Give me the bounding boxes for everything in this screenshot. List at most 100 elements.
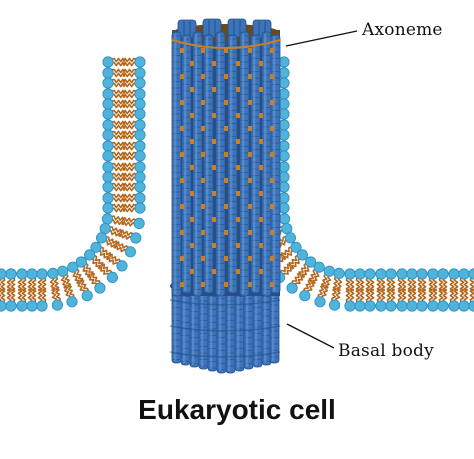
lipid-tail [428, 273, 434, 292]
lipid-tail [298, 260, 310, 276]
dynein-arm [224, 178, 228, 183]
lipid-tail [122, 103, 141, 109]
lipid-tail [417, 273, 423, 292]
lipid-tail [37, 273, 43, 292]
lipid-tail [49, 273, 56, 292]
lipid-tail [107, 93, 126, 99]
lipid-tail [31, 273, 37, 292]
lipid-head [448, 268, 460, 280]
lipid-tail [301, 262, 313, 279]
lipid-tail [122, 207, 141, 213]
lipid-tail [79, 279, 90, 295]
lipid-tail [27, 288, 33, 307]
lipid-tail [6, 288, 12, 307]
lipid-head [102, 67, 114, 79]
lipid-tail [122, 186, 141, 192]
lipid-head [0, 268, 7, 280]
lipid-tail [0, 288, 6, 307]
microtubule-body [261, 31, 272, 297]
lipid-head [134, 67, 146, 79]
lipid-head [134, 108, 146, 120]
dynein-arm [270, 126, 274, 131]
lipid-tail [463, 288, 469, 307]
lipid-tail [122, 89, 141, 95]
dynein-arm [259, 139, 263, 144]
lipid-head [134, 161, 146, 173]
dynein-arm [201, 48, 205, 53]
lipid-tail [113, 244, 131, 255]
lipid-tail [376, 273, 382, 292]
lipid-tail [428, 288, 434, 307]
microtubule-highlight [201, 286, 204, 367]
lipid-tail [122, 93, 141, 99]
microtubule-highlight [183, 288, 186, 363]
lipid-tail [107, 219, 125, 226]
lipid-head [16, 268, 28, 280]
dynein-arm [212, 139, 216, 144]
lipid-head [66, 296, 78, 308]
lipid-head [313, 261, 325, 273]
lipid-head [102, 88, 114, 100]
dynein-arm [224, 204, 228, 209]
dynein-arm [248, 282, 252, 287]
lipid-tail [312, 267, 322, 285]
lipid-tail [380, 288, 386, 307]
lipid-head [468, 268, 474, 280]
dynein-arm [180, 256, 184, 261]
lipid-head [354, 300, 366, 312]
lipid-tail [107, 166, 126, 172]
lipid-head [385, 300, 397, 312]
microtubule-highlight [192, 290, 195, 365]
lipid-head [75, 256, 87, 268]
lipid-tail [107, 193, 126, 199]
dynein-arm [224, 152, 228, 157]
lipid-head [437, 300, 449, 312]
lipid-head [102, 202, 114, 214]
dynein-arm [180, 282, 184, 287]
lipid-head [385, 268, 397, 280]
dynein-arm [190, 61, 194, 66]
basal-triplet-tubule [269, 287, 280, 364]
lipid-tail [76, 281, 87, 297]
axoneme-doublet-tubule [270, 34, 281, 294]
lipid-tail [107, 72, 126, 78]
lipid-head [375, 268, 387, 280]
lipid-head [102, 119, 114, 131]
axoneme-label: Axoneme [362, 20, 443, 40]
lipid-head [96, 232, 108, 244]
lipid-tail [60, 271, 68, 290]
lipid-tail [122, 113, 141, 119]
dynein-arm [201, 204, 205, 209]
axoneme-doublet-tubule [181, 34, 192, 294]
dynein-arm [212, 87, 216, 92]
axoneme-doublet-tubule [250, 34, 261, 294]
basal-body-band [169, 351, 281, 358]
lipid-tail [107, 120, 126, 126]
dynein-arm [201, 100, 205, 105]
lipid-head [134, 140, 146, 152]
lipid-tail [70, 267, 80, 285]
dynein-arm [180, 74, 184, 79]
lipid-head [84, 249, 96, 261]
lipid-tail [63, 270, 72, 288]
axoneme-doublet-tubule [203, 34, 214, 294]
lipid-head [0, 300, 7, 312]
lipid-head [284, 232, 296, 244]
microtubule-body [181, 34, 192, 294]
dynein-arm [248, 126, 252, 131]
lipid-tail [122, 193, 141, 199]
dynein-arm [259, 113, 263, 118]
dynein-arm [180, 152, 184, 157]
lipid-tail [442, 288, 448, 307]
lipid-tail [453, 288, 459, 307]
lipid-head [134, 56, 146, 68]
lipid-tail [397, 273, 403, 292]
lipid-tail [355, 288, 361, 307]
dynein-arm [248, 178, 252, 183]
microtubule-highlight [264, 288, 267, 363]
dynein-arm [212, 61, 216, 66]
microtubule-highlight [255, 286, 258, 365]
dynein-arm [248, 230, 252, 235]
lipid-tail [107, 68, 126, 74]
lipid-tail [107, 78, 126, 84]
